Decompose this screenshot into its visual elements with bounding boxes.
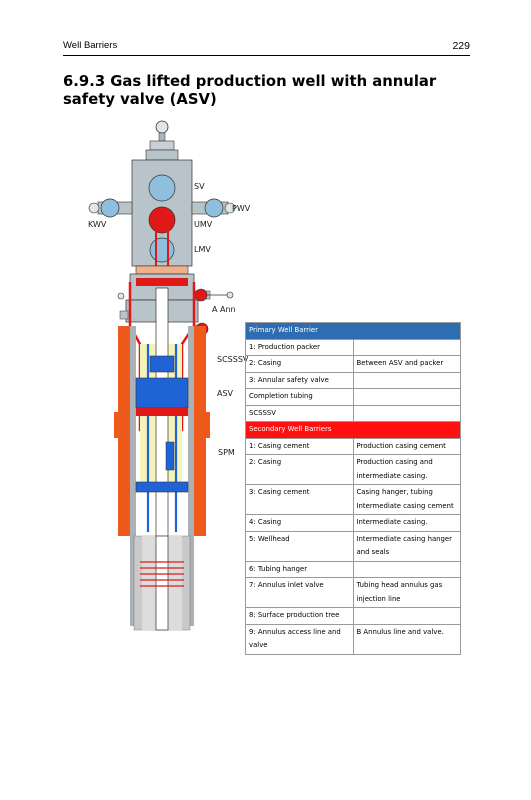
label-scsssv: SCSSSV <box>217 355 249 364</box>
label-umv: UMV <box>194 220 213 229</box>
label-a-ann: A Ann <box>212 305 236 314</box>
swab-valve-icon <box>148 174 176 202</box>
table-row: 6: Tubing hanger <box>245 560 461 578</box>
running-header: Well Barriers 229 <box>63 40 470 54</box>
table-row: 1: Production packer <box>245 338 461 356</box>
lower-master-valve-icon <box>149 237 175 263</box>
running-header-section: Well Barriers <box>63 40 118 51</box>
side-pocket-mandrel <box>165 441 175 471</box>
kill-wing-valve-icon <box>88 198 120 218</box>
label-lmv: LMV <box>194 245 211 254</box>
asv-packer <box>135 377 189 409</box>
table-row: 3: Annular safety valve <box>245 371 461 389</box>
label-sv: SV <box>194 182 205 191</box>
perforations <box>140 561 184 587</box>
table-row: 8: Surface production tree <box>245 607 461 625</box>
upper-master-valve-icon <box>148 206 176 234</box>
page-number: 229 <box>452 40 470 52</box>
label-kwv: KWV <box>88 220 107 229</box>
header-rule <box>63 55 470 56</box>
scsssv-valve <box>149 355 175 373</box>
table-row: Completion tubing <box>245 388 461 406</box>
label-asv: ASV <box>217 389 234 398</box>
secondary-barrier-header: Secondary Well Barriers <box>245 421 461 439</box>
production-wing-valve-icon <box>204 198 236 218</box>
annulus-valve-icon <box>193 288 234 302</box>
well-schematic: SV PWV KWV UMV LMV A Ann SCSSSV ASV SPM <box>88 120 251 631</box>
section-title: 6.9.3 Gas lifted production well with an… <box>63 73 437 108</box>
label-pwv: PWV <box>232 204 251 213</box>
barrier-table: Primary Well Barrier 1: Production packe… <box>245 322 461 655</box>
label-spm: SPM <box>218 448 235 457</box>
table-row: SCSSSV <box>245 404 461 422</box>
primary-barrier-header: Primary Well Barrier <box>245 322 461 340</box>
pressure-gauge-icon <box>155 120 169 142</box>
production-packer <box>135 481 189 493</box>
